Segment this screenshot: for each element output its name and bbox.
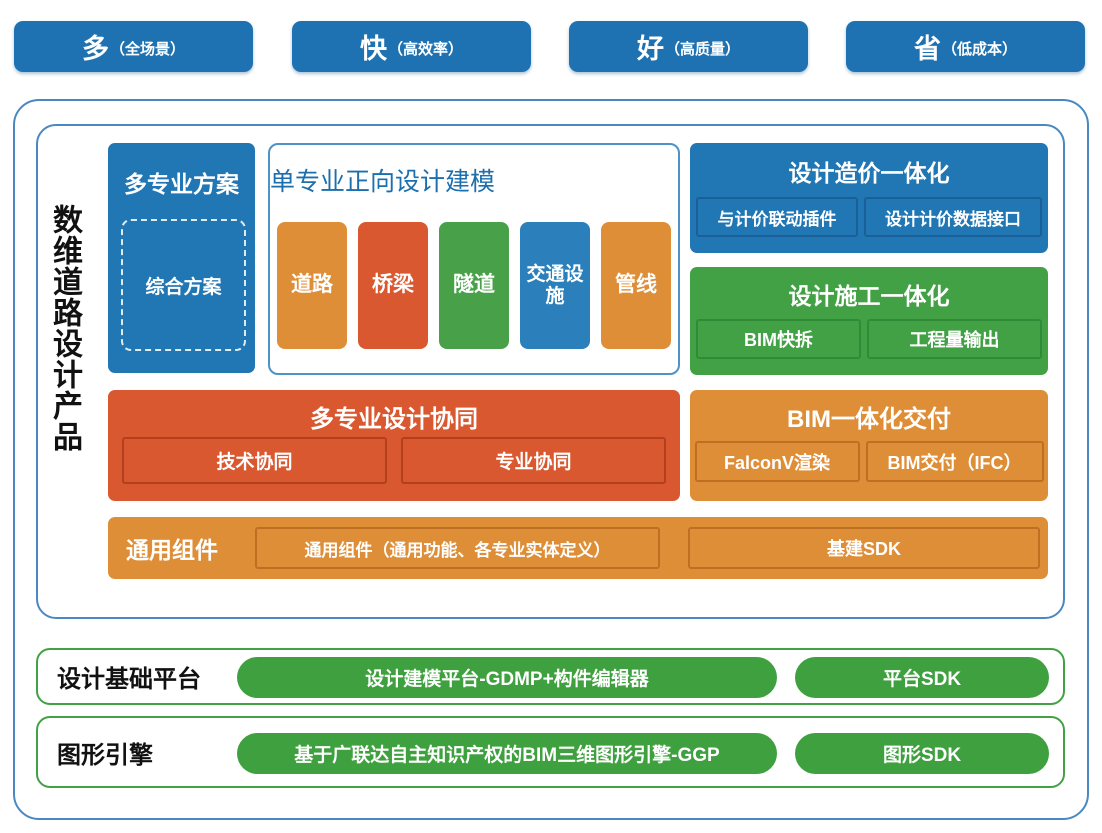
benefit-sub-label: （低成本） bbox=[941, 40, 1017, 58]
graphics-engine-row: 图形引擎 基于广联达自主知识产权的BIM三维图形引擎-GGP 图形SDK bbox=[36, 716, 1065, 788]
bim-ifc-delivery-box: BIM交付（IFC） bbox=[865, 441, 1044, 482]
discipline-item-bridge: 桥梁 bbox=[358, 222, 428, 349]
benefit-main-label: 快 bbox=[359, 34, 388, 64]
common-components-bar: 通用组件 通用组件（通用功能、各专业实体定义） 基建SDK bbox=[108, 517, 1048, 579]
cost-integration-box: 设计造价一体化 与计价联动插件 设计计价数据接口 bbox=[690, 143, 1048, 253]
graphics-sdk-pill: 图形SDK bbox=[795, 733, 1049, 774]
single-discipline-modeling-title: 单专业正向设计建模 bbox=[270, 168, 496, 196]
quantity-output-box: 工程量输出 bbox=[867, 319, 1042, 359]
falconv-render-box: FalconV渲染 bbox=[694, 441, 860, 482]
collaboration-items: 技术协同 专业协同 bbox=[108, 437, 680, 484]
cost-integration-title: 设计造价一体化 bbox=[788, 160, 950, 186]
design-pricing-data-api-box: 设计计价数据接口 bbox=[864, 197, 1042, 237]
common-components-functions-box: 通用组件（通用功能、各专业实体定义） bbox=[255, 527, 660, 569]
discipline-item-tunnel: 隧道 bbox=[439, 222, 509, 349]
benefit-sub-label: （全场景） bbox=[109, 40, 185, 58]
discipline-item-traffic-facility: 交通设施 bbox=[520, 222, 590, 349]
cost-integration-items: 与计价联动插件 设计计价数据接口 bbox=[690, 197, 1048, 237]
benefit-main-label: 多 bbox=[81, 34, 110, 64]
button-high-quality: 好 （高质量） bbox=[569, 21, 808, 72]
construction-integration-items: BIM快拆 工程量输出 bbox=[690, 319, 1048, 359]
multi-discipline-scheme-title: 多专业方案 bbox=[124, 171, 239, 197]
infrastructure-sdk-box: 基建SDK bbox=[688, 527, 1040, 569]
button-low-cost: 省 （低成本） bbox=[846, 21, 1085, 72]
ggp-engine-pill: 基于广联达自主知识产权的BIM三维图形引擎-GGP bbox=[237, 733, 777, 774]
construction-integration-box: 设计施工一体化 BIM快拆 工程量输出 bbox=[690, 267, 1048, 375]
platform-sdk-pill: 平台SDK bbox=[795, 657, 1049, 698]
construction-integration-title: 设计施工一体化 bbox=[788, 283, 950, 309]
discipline-item-road: 道路 bbox=[277, 222, 347, 349]
bim-quick-split-box: BIM快拆 bbox=[696, 319, 861, 359]
design-collaboration-title: 多专业设计协同 bbox=[310, 406, 478, 433]
comprehensive-scheme-box: 综合方案 bbox=[121, 219, 246, 351]
common-components-title: 通用组件 bbox=[126, 537, 218, 563]
benefit-sub-label: （高效率） bbox=[387, 40, 463, 58]
bim-delivery-title: BIM一体化交付 bbox=[787, 406, 951, 433]
technical-collaboration-box: 技术协同 bbox=[122, 437, 387, 484]
button-high-efficiency: 快 （高效率） bbox=[292, 21, 531, 72]
button-multi-scenario: 多 （全场景） bbox=[14, 21, 253, 72]
single-discipline-modeling-box: 单专业正向设计建模 道路 桥梁 隧道 交通设施 管线 bbox=[268, 143, 680, 375]
bim-delivery-items: FalconV渲染 BIM交付（IFC） bbox=[690, 441, 1048, 482]
graphics-engine-label: 图形引擎 bbox=[57, 741, 153, 769]
design-platform-row: 设计基础平台 设计建模平台-GDMP+构件编辑器 平台SDK bbox=[36, 648, 1065, 705]
gdmp-platform-pill: 设计建模平台-GDMP+构件编辑器 bbox=[237, 657, 777, 698]
discipline-items: 道路 桥梁 隧道 交通设施 管线 bbox=[270, 222, 678, 349]
design-collaboration-box: 多专业设计协同 技术协同 专业协同 bbox=[108, 390, 680, 501]
pricing-linkage-plugin-box: 与计价联动插件 bbox=[696, 197, 858, 237]
discipline-collaboration-box: 专业协同 bbox=[401, 437, 666, 484]
product-vertical-title: 数维道路设计产品 bbox=[48, 204, 81, 452]
benefit-main-label: 好 bbox=[636, 34, 665, 64]
benefit-main-label: 省 bbox=[913, 34, 942, 64]
bim-delivery-box: BIM一体化交付 FalconV渲染 BIM交付（IFC） bbox=[690, 390, 1048, 501]
design-platform-label: 设计基础平台 bbox=[57, 666, 201, 693]
discipline-item-pipeline: 管线 bbox=[601, 222, 671, 349]
benefit-sub-label: （高质量） bbox=[664, 40, 740, 58]
multi-discipline-scheme-box: 多专业方案 综合方案 bbox=[108, 143, 255, 373]
